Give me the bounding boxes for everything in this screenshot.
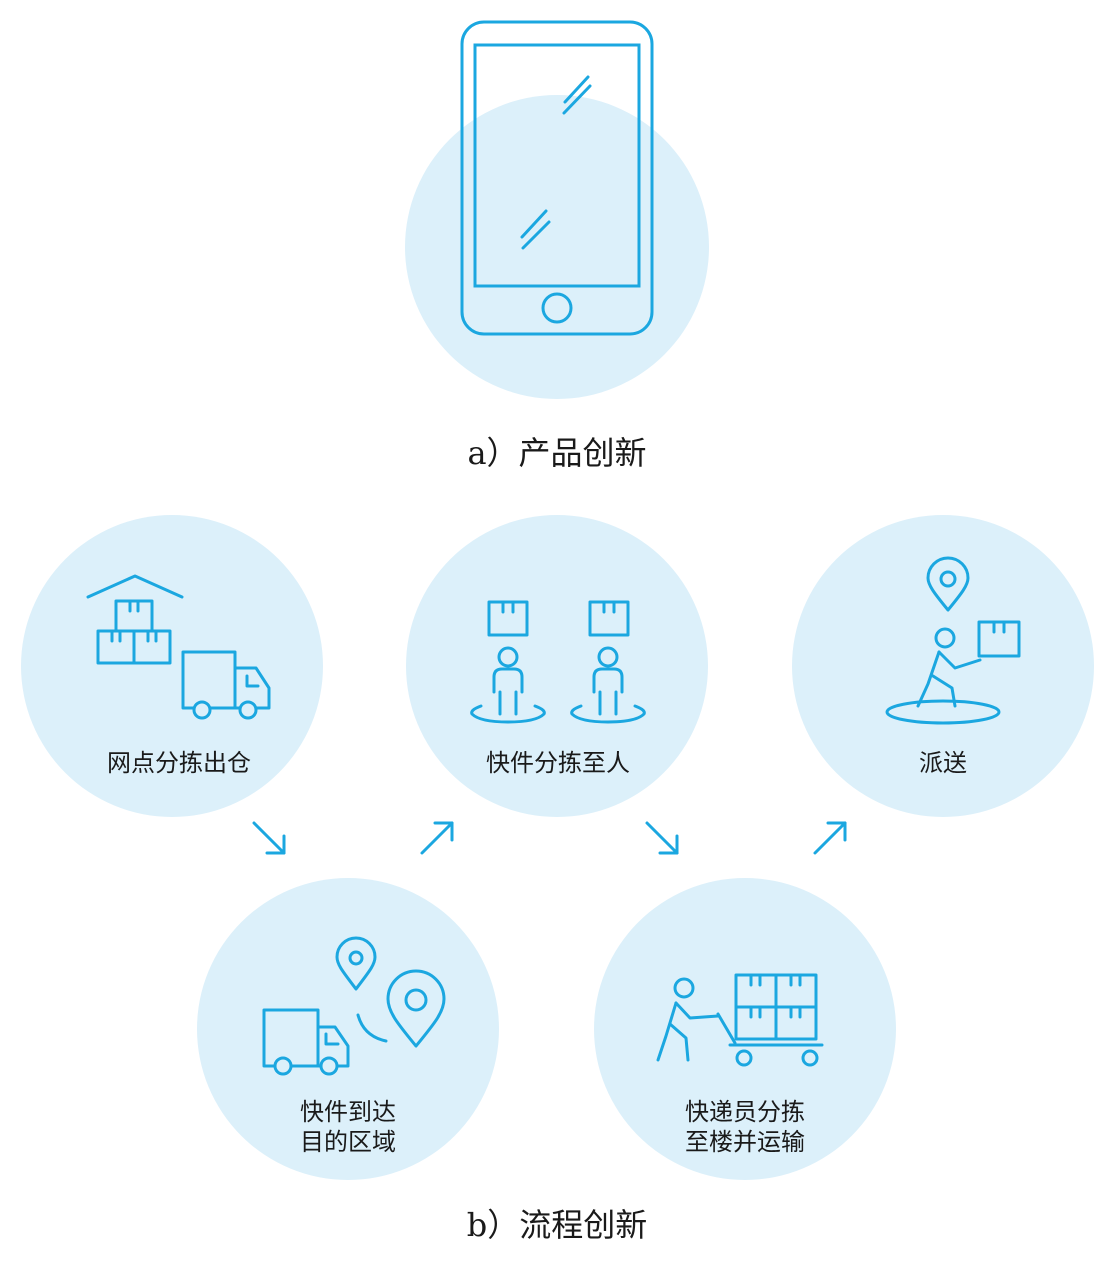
step-label: 快件分拣至人 (486, 749, 630, 777)
step-circle-5 (792, 515, 1094, 817)
truck-location-icon (262, 936, 446, 1076)
step-label: 目的区域 (300, 1128, 396, 1156)
smartphone-icon (460, 20, 654, 336)
workers-parcels-icon (470, 600, 646, 724)
warehouse-truck-icon (86, 574, 271, 720)
step-circle-2 (197, 878, 499, 1180)
step-circle-3 (406, 515, 708, 817)
delivery-person-icon (885, 556, 1021, 725)
step-label: 快件到达 (300, 1098, 396, 1126)
phone-background-circle (405, 95, 709, 399)
arrow-icon (252, 821, 847, 855)
caption-product-innovation: a）产品创新 (467, 434, 647, 472)
courier-cart-icon (656, 973, 824, 1067)
step-label: 网点分拣出仓 (107, 749, 251, 777)
step-label: 快递员分拣 (685, 1098, 805, 1126)
step-label: 派送 (919, 749, 967, 777)
step-circle-4 (594, 878, 896, 1180)
caption-process-innovation: b）流程创新 (466, 1206, 648, 1244)
step-circle-1 (21, 515, 323, 817)
step-label: 至楼并运输 (685, 1128, 805, 1156)
